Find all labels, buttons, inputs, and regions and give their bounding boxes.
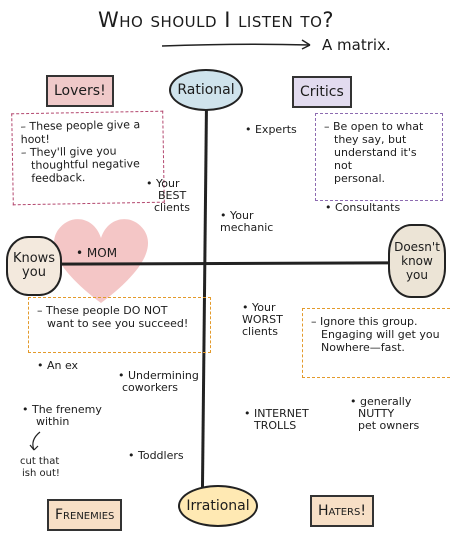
axis-rational: Rational xyxy=(169,69,243,111)
item-mom: • MOM xyxy=(76,246,118,260)
title-arrow xyxy=(161,39,311,50)
item-line: coworkers xyxy=(122,381,179,394)
note-line: – These people give a hoot! xyxy=(20,118,141,147)
item-line: WORST xyxy=(242,313,283,326)
axis-doesnt-line: know xyxy=(401,254,433,268)
item-line: clients xyxy=(154,201,190,214)
note-line: thoughtful negative xyxy=(31,157,140,172)
frenemy-arrow xyxy=(29,431,41,451)
item-consultants: • Consultants xyxy=(325,201,401,214)
axis-irrational-label: Irrational xyxy=(186,498,250,514)
item-mechanic: • Your mechanic xyxy=(220,210,273,234)
item-line: ish out! xyxy=(22,468,60,479)
axis-knows-line: Knows xyxy=(12,251,56,266)
diagram-subtitle: A matrix. xyxy=(322,36,391,54)
axis-rational-label: Rational xyxy=(177,82,235,98)
item-toddlers: • Toddlers xyxy=(128,449,184,462)
axis-doesnt-line: Doesn't xyxy=(394,240,440,254)
item-frenemy: • The frenemy within xyxy=(22,404,102,428)
item-line: within xyxy=(36,415,70,428)
item-line: • Your xyxy=(146,177,180,190)
item-line: TROLLS xyxy=(254,419,297,432)
item-an-ex: • An ex xyxy=(37,359,79,372)
item-line: BEST xyxy=(158,189,187,202)
item-line: cut that xyxy=(20,456,60,467)
item-pet-owners: • generally NUTTY pet owners xyxy=(350,396,419,432)
tag-haters: Haters! xyxy=(310,495,374,527)
item-line: • Undermining xyxy=(118,369,199,382)
note-ignore: – Ignore this group. Engaging will get y… xyxy=(302,308,450,378)
diagram-title: Who should I listen to? xyxy=(98,8,335,32)
tag-lovers: Lovers! xyxy=(46,75,114,107)
note-line: they say, but xyxy=(334,133,407,146)
note-lovers: – These people give a hoot! – They'll gi… xyxy=(11,110,165,206)
note-line: personal. xyxy=(334,172,385,185)
tag-critics: Critics xyxy=(292,76,352,108)
note-line: feedback. xyxy=(31,171,86,185)
note-line: – Be open to what xyxy=(324,120,424,133)
note-line: – These people DO NOT xyxy=(37,304,168,317)
horizontal-axis xyxy=(45,261,392,266)
axis-doesnt-know-you: Doesn't know you xyxy=(388,224,446,298)
item-line: NUTTY xyxy=(358,407,395,420)
note-line: Engaging will get you xyxy=(321,328,440,341)
item-line: • Your xyxy=(242,301,276,314)
note-line: – Ignore this group. xyxy=(311,315,418,328)
tag-frenemies: Frenemies xyxy=(47,499,123,531)
axis-knows-you: Knows you xyxy=(6,236,62,296)
item-best-clients: • Your BEST clients xyxy=(146,178,190,214)
axis-knows-line: you xyxy=(22,265,46,280)
heart-shape xyxy=(53,219,149,303)
item-line: • INTERNET xyxy=(244,407,309,420)
item-worst-clients: • Your WORST clients xyxy=(242,302,283,338)
item-line: • generally xyxy=(350,395,412,408)
item-line: clients xyxy=(242,325,278,338)
item-line: • The frenemy xyxy=(22,403,102,416)
note-line: Nowhere—fast. xyxy=(321,341,405,354)
item-line: pet owners xyxy=(358,419,420,432)
item-line: • Your xyxy=(220,209,254,222)
item-line: mechanic xyxy=(220,221,274,234)
axis-irrational: Irrational xyxy=(178,485,258,527)
item-coworkers: • Undermining coworkers xyxy=(118,370,199,394)
item-trolls: • INTERNET TROLLS xyxy=(244,408,309,432)
note-line: understand it's not xyxy=(334,146,417,172)
item-cut-that: cut that ish out! xyxy=(20,456,60,480)
note-line: want to see you succeed! xyxy=(47,317,189,330)
item-experts: • Experts xyxy=(245,123,297,136)
note-undermine: – These people DO NOT want to see you su… xyxy=(28,297,211,353)
note-critics: – Be open to what they say, but understa… xyxy=(315,113,443,201)
axis-doesnt-line: you xyxy=(405,268,429,282)
